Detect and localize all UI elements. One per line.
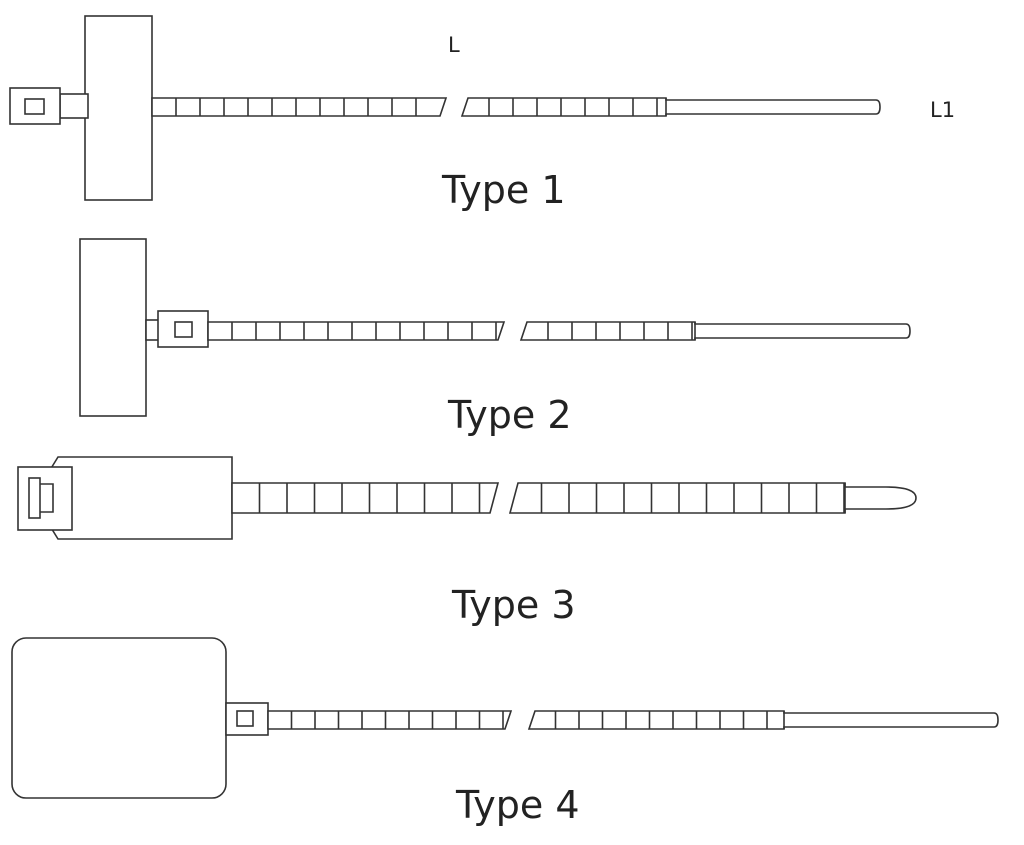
type-2-caption: Type 2 (447, 393, 572, 437)
type-2-strap-segment-1 (207, 321, 506, 341)
type-1-tie (9, 15, 881, 201)
type-4-strap (267, 710, 999, 730)
type-3-head (17, 466, 73, 531)
type-3-strap (231, 482, 917, 514)
length-label: L (448, 33, 460, 57)
type-1-marker-plate (84, 15, 153, 201)
type-1-strap (151, 97, 881, 117)
type-4-strap-segment-1 (267, 710, 513, 730)
type-4-marker-plate (11, 637, 227, 799)
type-1-head-slot (24, 98, 45, 115)
type-3-caption: Type 3 (451, 583, 576, 627)
type-2-strap (207, 321, 911, 341)
type-2-tie (79, 238, 911, 417)
type-2-strap-segment-2 (519, 321, 911, 341)
type-3-tag-body (49, 456, 233, 540)
length-secondary-label: L1 (930, 98, 955, 122)
type-4-strap-segment-2 (527, 710, 999, 730)
type-3-latch (40, 483, 54, 513)
type-1-caption: Type 1 (441, 168, 566, 212)
type-4-caption: Type 4 (455, 783, 580, 827)
type-2-marker-plate (79, 238, 147, 417)
type-2-head-slot (174, 321, 193, 338)
type-4-tie (11, 637, 999, 799)
type-4-head-slot (236, 710, 254, 727)
type-3-head-slot (28, 477, 41, 519)
type-3-strap-segment-2 (508, 482, 917, 514)
type-1-strap-segment-2 (460, 97, 881, 117)
type-3-tie (17, 456, 917, 540)
type-3-strap-segment-1 (231, 482, 500, 514)
type-1-head-connector (59, 93, 89, 119)
type-1-strap-segment-1 (151, 97, 448, 117)
